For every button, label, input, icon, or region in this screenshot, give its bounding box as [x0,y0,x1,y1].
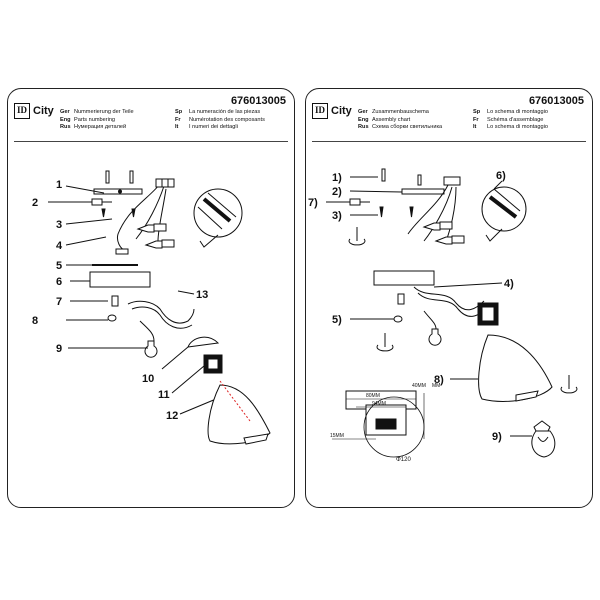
dimension-diameter: Φ120 [396,457,411,463]
label-part-11: 11 [158,389,170,401]
label-step-6: 6) [496,170,506,182]
label-part-10: 10 [142,373,154,385]
assembly-diagram: 1) 2) 7) 3) 6) 4) 5) 8) 9) 80MM 94MM 40M… [308,168,578,463]
header-title-ger: Nummerierung der Teile [74,109,134,115]
label-step-8: 8) [434,374,444,386]
label-part-5: 5 [56,260,62,272]
label-step-3: 3) [332,210,342,222]
header-title-it: I numeri dei dettagli [189,124,238,131]
label-part-3: 3 [56,219,62,231]
header-title-rus: Нумерация деталей [74,124,127,131]
label-step-5: 5) [332,314,342,326]
header-title-eng: Assembly chart [372,116,411,123]
header-title-eng: Parts numbering [74,116,116,123]
header-title-ger: Zusammenbauschema [372,109,429,115]
label-part-2: 2 [32,197,38,209]
header-title-sp: La numeración de las piezas [189,109,261,115]
label-part-13: 13 [196,289,208,301]
document-number: 676013005 [528,95,584,107]
label-part-12: 12 [166,410,178,422]
parts-diagram: 1 2 3 4 5 6 7 8 9 10 11 12 13 [32,170,271,445]
label-part-8: 8 [32,315,38,327]
document-number: 676013005 [230,95,286,107]
brand-logo: ID City [14,103,54,119]
label-step-4: 4) [504,278,514,290]
dimension-width: 80MM [366,393,380,399]
dimension-inner: 94MM [372,401,386,407]
label-step-9: 9) [492,431,502,443]
logo-mark: ID [312,103,328,119]
label-part-4: 4 [56,240,63,252]
label-part-1: 1 [56,179,62,191]
label-part-9: 9 [56,343,62,355]
dimension-offset: 15MM [330,433,344,439]
label-part-7: 7 [56,296,62,308]
label-step-7: 7) [308,197,318,209]
label-step-1: 1) [332,172,342,184]
brand-name: City [33,105,54,117]
header-title-sp: Lo schema di montaggio [487,109,548,115]
header-divider [14,141,288,142]
dimension-height: 40MM [412,383,426,389]
brand-logo: ID City [312,103,352,119]
header-divider [312,141,586,142]
header-title-rus: Схема сборки светильника [372,124,443,131]
logo-mark: ID [14,103,30,119]
label-step-2: 2) [332,186,342,198]
header-title-fr: Numérotation des composants [189,116,265,123]
header-title-fr: Schéma d'assemblage [487,116,544,123]
header-title-it: Lo schema di montaggio [487,124,548,131]
brand-name: City [331,105,352,117]
label-part-6: 6 [56,276,62,288]
dimension-unit: MM [432,383,440,389]
